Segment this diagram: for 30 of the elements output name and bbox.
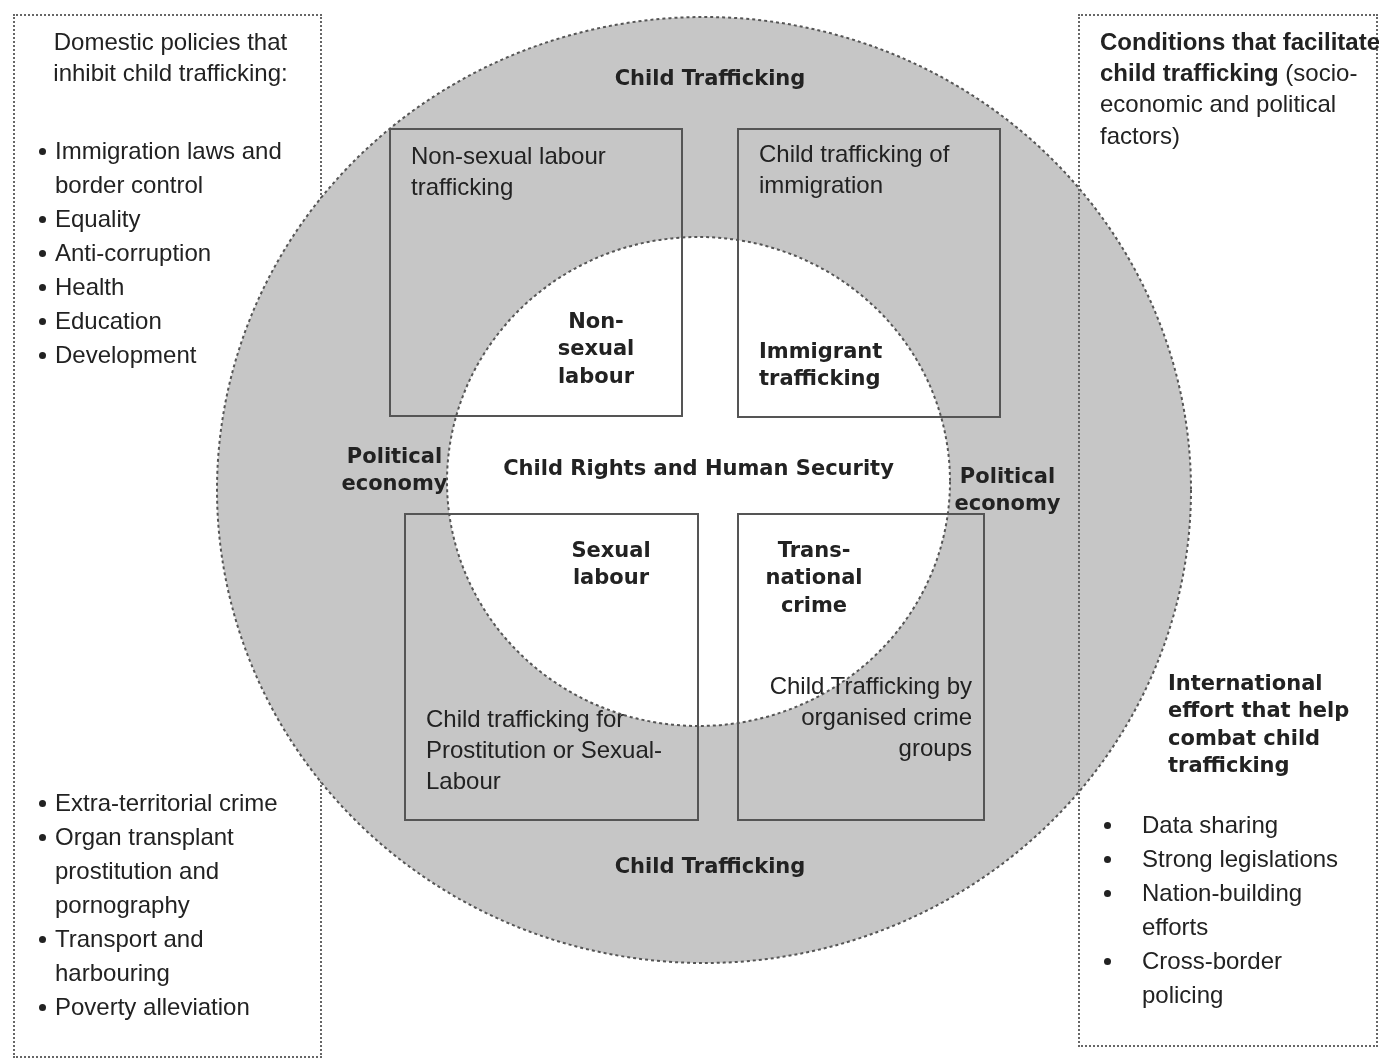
circle-label: Political economy [953, 463, 1062, 518]
panel-heading: Domestic policies that inhibit child trafficking: [52, 27, 289, 89]
box-text: Child trafficking of immigration [759, 139, 951, 201]
list-item: Extra-territorial crime [35, 786, 320, 820]
box-text: Sexual labour [570, 537, 652, 592]
list-item: Organ transplant prostitution and pornography [35, 820, 320, 922]
circle-label: Child Trafficking [613, 65, 807, 92]
box-text: Non-sexual labour [556, 308, 636, 390]
list-item: Transport and harbouring [35, 922, 320, 990]
list-item: Strong legislations [1100, 842, 1370, 876]
center-title: Child Rights and Human Security [502, 455, 895, 482]
box-text: Non-sexual labour trafficking [411, 141, 607, 203]
circle-label: Political economy [340, 443, 449, 498]
list-item: Nation-building efforts [1100, 876, 1370, 944]
overlay-box [737, 128, 1001, 418]
list-item: Poverty alleviation [35, 990, 320, 1024]
section-heading: International effort that help combat child trafficking [1168, 670, 1351, 779]
box-text: Child trafficking for Prostitution or Sexual-Labour [426, 704, 664, 797]
overlay-box [389, 128, 683, 417]
box-text: Trans-national crime [764, 537, 864, 619]
list-item: Cross-border policing [1100, 944, 1370, 1012]
dashed-panel [1078, 14, 1378, 1047]
overlay-box [737, 513, 985, 821]
list-item: Immigration laws and border control [35, 134, 320, 202]
panel-heading: Conditions that facilitate child trafficking (socio-economic and political factors) [1100, 27, 1379, 151]
circle-label: Child Trafficking [613, 853, 807, 880]
overlay-box [404, 513, 699, 821]
list-item: Data sharing [1100, 808, 1370, 842]
box-text: Child Trafficking by organised crime groups [768, 671, 972, 764]
box-text: Immigrant trafficking [759, 338, 884, 393]
